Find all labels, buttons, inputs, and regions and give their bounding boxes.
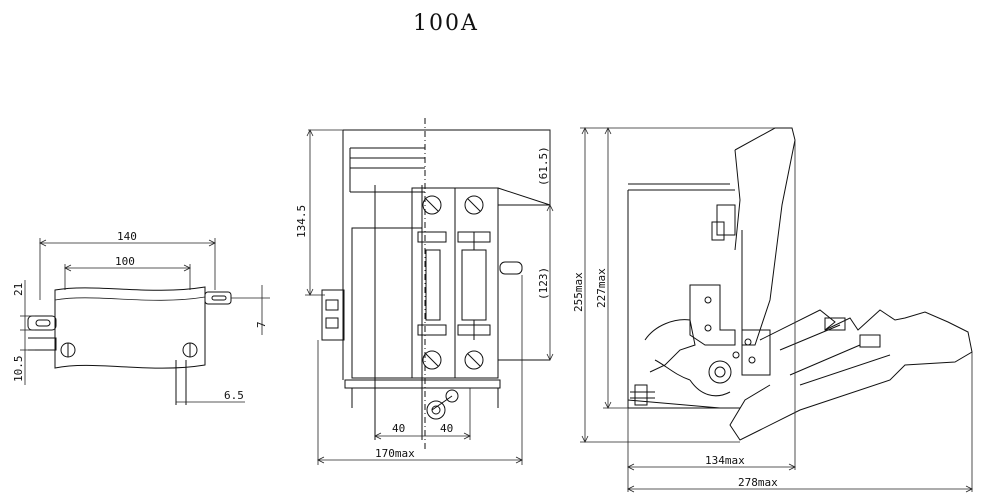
dim-140: 140 — [117, 230, 137, 243]
dim-134max: 134max — [705, 454, 745, 467]
dim-61-5: (61.5) — [537, 146, 550, 186]
dim-278max: 278max — [738, 476, 778, 489]
dim-6-5: 6.5 — [224, 389, 244, 402]
dim-21: 21 — [12, 283, 25, 296]
dim-123: (123) — [537, 267, 550, 300]
dim-255max: 255max — [572, 272, 585, 312]
dim-134-5: 134.5 — [295, 205, 308, 238]
side-view: 140 100 6.5 21 10.5 — [12, 230, 270, 405]
dim-40-left: 40 — [392, 422, 405, 435]
dim-170max: 170max — [375, 447, 415, 460]
profile-view: 255max 227max 134max 278max — [572, 127, 973, 493]
dim-227max: 227max — [595, 268, 608, 308]
dim-10-5: 10.5 — [12, 356, 25, 383]
drawing-title: 100A — [413, 11, 479, 36]
front-view: 134.5 (61.5) (123) 40 40 170max — [295, 118, 554, 465]
dim-100: 100 — [115, 255, 135, 268]
dim-40-right: 40 — [440, 422, 453, 435]
dim-7: 7 — [255, 321, 268, 328]
